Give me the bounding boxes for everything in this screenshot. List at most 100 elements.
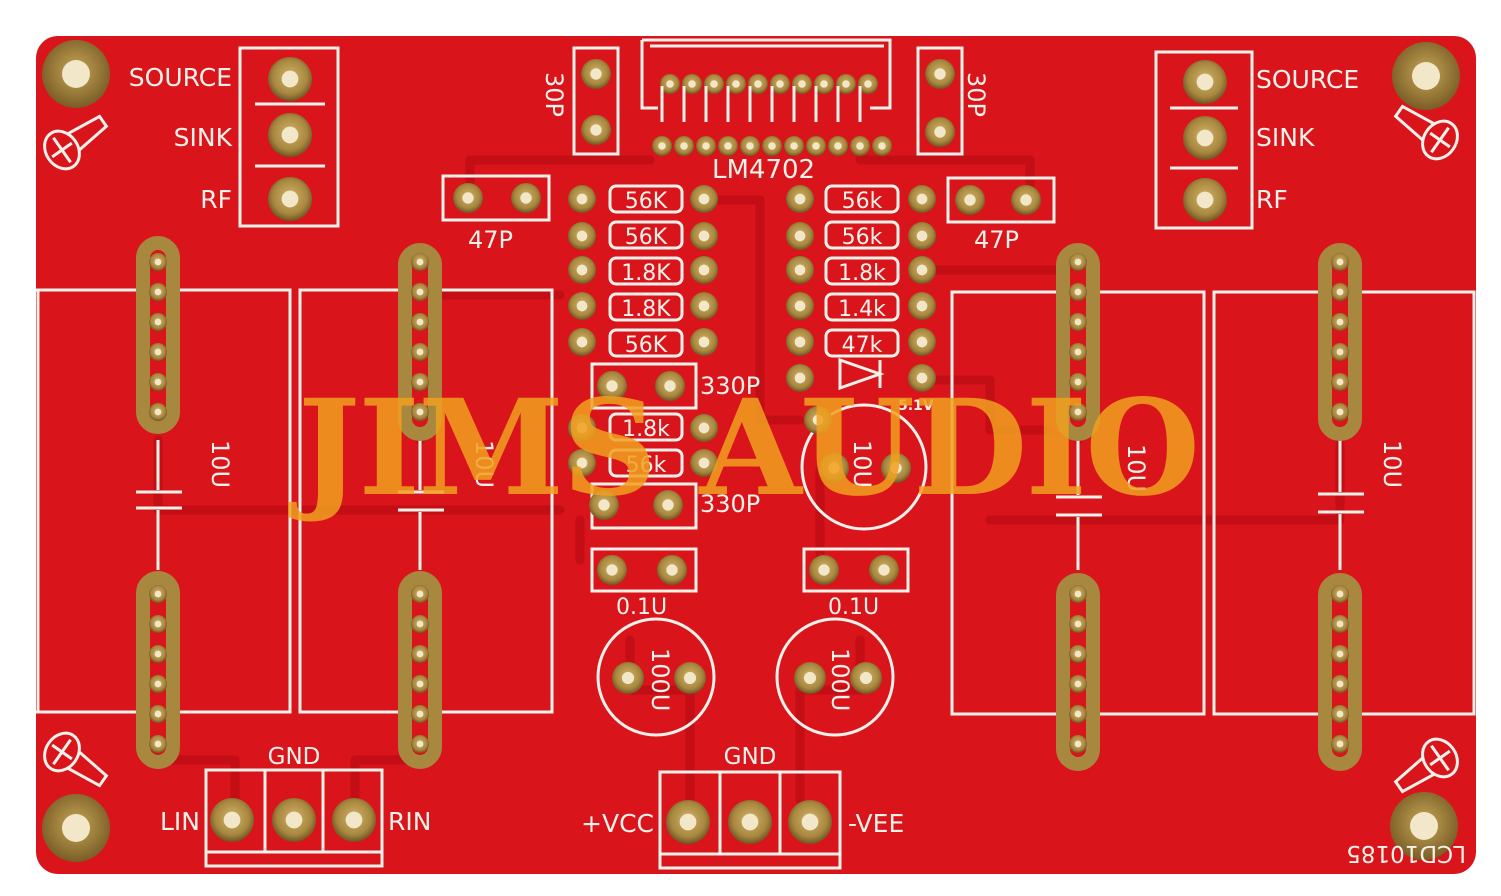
solder-pad — [819, 453, 849, 483]
mounting-hole — [1392, 42, 1460, 110]
solder-pad — [955, 185, 985, 215]
ecap-100u-label: 100U — [646, 648, 674, 711]
solder-pad — [784, 136, 804, 156]
solder-pad — [1069, 615, 1087, 633]
solder-pad — [908, 328, 936, 356]
solder-pad — [1069, 253, 1087, 271]
solder-pad — [411, 283, 429, 301]
resistor-right-label: 1.8k — [838, 261, 886, 286]
ic-pin-legs — [660, 86, 862, 122]
resistor-left-label: 1.8K — [621, 261, 671, 286]
resistor-left-label: 56K — [625, 225, 668, 250]
solder-pad — [1183, 116, 1227, 160]
solder-pad — [1331, 283, 1349, 301]
solder-pad — [908, 185, 936, 213]
solder-pad — [411, 373, 429, 391]
solder-pad — [411, 675, 429, 693]
solder-pad — [657, 555, 687, 585]
solder-pad — [411, 313, 429, 331]
solder-pad — [804, 406, 832, 434]
solder-pad — [674, 136, 694, 156]
solder-pad — [748, 74, 768, 94]
resistor-left-label: 56K — [625, 333, 668, 358]
solder-pad — [1069, 403, 1087, 421]
resistor-right-label: 56k — [842, 225, 883, 250]
input-rin-label: RIN — [388, 807, 431, 836]
solder-pad — [149, 313, 167, 331]
left-rf-label: RF — [200, 185, 232, 214]
solder-pad — [1069, 313, 1087, 331]
solder-pad — [568, 292, 596, 320]
resistor-right-label: 1.4k — [838, 297, 886, 322]
power-vee-label: -VEE — [848, 809, 904, 838]
solder-pad — [411, 343, 429, 361]
solder-pad — [786, 364, 814, 392]
solder-pad — [149, 253, 167, 271]
solder-pad — [411, 705, 429, 723]
cap-330p-label: 330P — [700, 372, 760, 400]
right-rf-label: RF — [1256, 185, 1288, 214]
solder-pad — [666, 800, 710, 844]
mounting-hole — [42, 794, 110, 862]
ecap-10u-label: 10U — [848, 440, 876, 488]
solder-pad — [1331, 253, 1349, 271]
solder-pad — [850, 136, 870, 156]
solder-pad — [1331, 675, 1349, 693]
solder-pad — [1183, 178, 1227, 222]
solder-pad — [568, 222, 596, 250]
solder-pad — [786, 328, 814, 356]
solder-pad — [690, 414, 718, 442]
watermark-text: JIMS AUDIO — [288, 371, 1198, 526]
solder-pad — [1331, 615, 1349, 633]
serial-label: LCD10185 — [1346, 840, 1466, 866]
solder-pad — [704, 74, 724, 94]
solder-pad — [728, 800, 772, 844]
solder-pad — [828, 136, 848, 156]
solder-pad — [836, 74, 856, 94]
solder-pad — [411, 253, 429, 271]
cap-47p-left-label: 47P — [468, 226, 513, 254]
solder-pad — [770, 74, 790, 94]
solder-pad — [1069, 373, 1087, 391]
solder-pad — [272, 798, 316, 842]
solder-pad — [690, 185, 718, 213]
solder-pad — [568, 328, 596, 356]
silkscreen-outlines — [36, 38, 1476, 870]
solder-pad — [149, 615, 167, 633]
solder-pad — [568, 449, 596, 477]
resistor-outlines — [608, 184, 900, 478]
solder-pad — [149, 373, 167, 391]
mounting-hole — [1390, 792, 1458, 860]
solder-pad — [597, 371, 627, 401]
solder-pad — [149, 283, 167, 301]
solder-pad — [568, 414, 596, 442]
solder-pad — [411, 615, 429, 633]
solder-pad — [690, 328, 718, 356]
solder-pad — [690, 222, 718, 250]
solder-pad — [786, 292, 814, 320]
solder-pad — [1069, 645, 1087, 663]
solder-pad — [1331, 343, 1349, 361]
solder-pad — [655, 371, 685, 401]
solder-pad — [794, 662, 826, 694]
solder-pad — [411, 735, 429, 753]
solder-pad — [814, 74, 834, 94]
solder-pad — [788, 800, 832, 844]
solder-pad — [1331, 585, 1349, 603]
solder-pad — [908, 364, 936, 392]
left-sink-label: SINK — [174, 123, 233, 152]
solder-pad — [612, 662, 644, 694]
input-lin-label: LIN — [160, 807, 200, 836]
solder-pad — [1331, 705, 1349, 723]
cap-01u-label: 0.1U — [828, 595, 879, 620]
power-vcc-label: +VCC — [581, 809, 654, 838]
solder-pad — [660, 74, 680, 94]
solder-pad — [411, 403, 429, 421]
solder-pad — [1069, 705, 1087, 723]
cap-47p-right-label: 47P — [974, 226, 1019, 254]
solder-pad — [653, 490, 683, 520]
solder-pad — [908, 222, 936, 250]
solder-pad — [268, 57, 312, 101]
resistor-right-label: 47k — [842, 333, 883, 358]
